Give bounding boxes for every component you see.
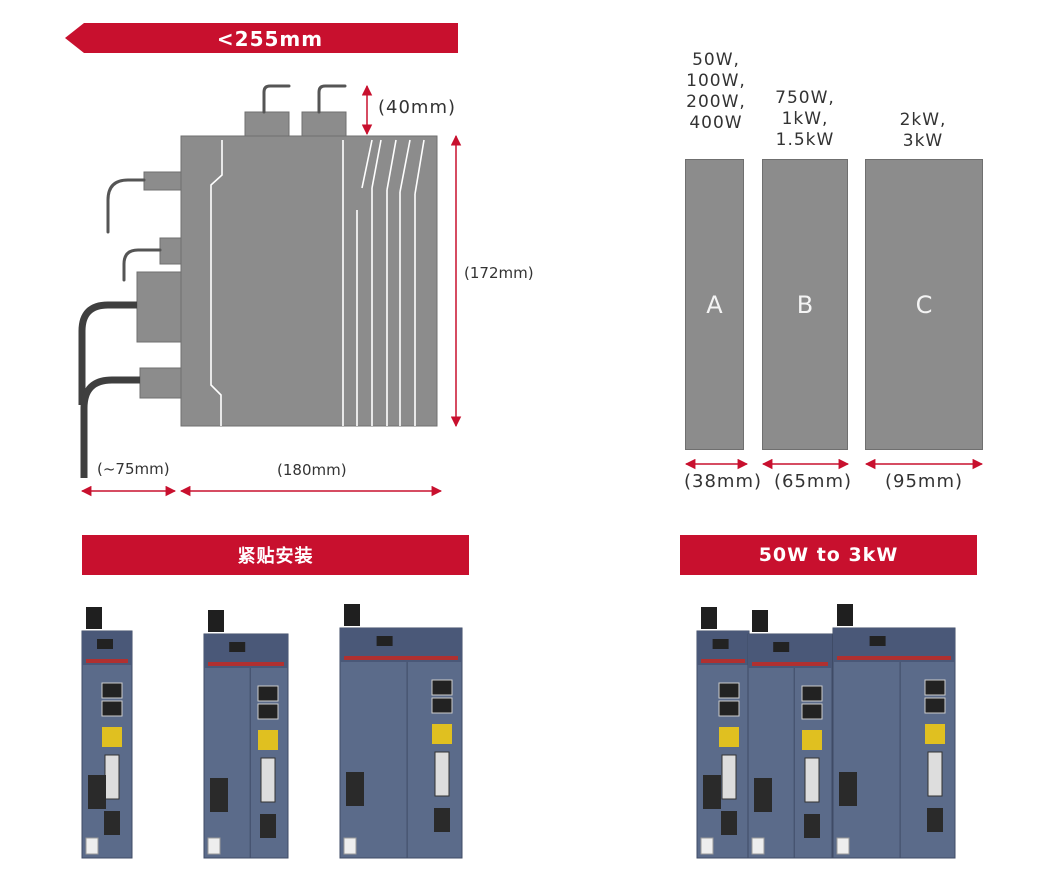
range-banner: 50W to 3kW — [680, 535, 977, 575]
drive-small-2 — [696, 607, 750, 859]
side-view-drive — [136, 111, 438, 427]
box-a-letter: A — [706, 290, 723, 319]
power-label-a: 50W, 100W, 200W, 400W — [686, 50, 746, 133]
range-banner-label: 50W to 3kW — [758, 544, 899, 566]
mounting-banner-label: 紧贴安装 — [237, 546, 314, 567]
body-depth-label: (180mm) — [277, 461, 347, 479]
drive-photos — [81, 604, 956, 859]
mounting-banner: 紧贴安装 — [82, 535, 469, 575]
drive-large-1 — [339, 604, 463, 859]
cable-depth-label: (~75mm) — [97, 460, 170, 478]
box-b: B — [762, 159, 848, 450]
box-a: A — [685, 159, 744, 450]
power-label-b: 750W, 1kW, 1.5kW — [775, 88, 835, 150]
drive-large-2 — [832, 604, 956, 859]
box-c: C — [865, 159, 983, 450]
width-label-b: (65mm) — [774, 471, 853, 492]
power-label-c: 2kW, 3kW — [899, 110, 947, 151]
width-label-a: (38mm) — [684, 471, 763, 492]
top-banner-label: <255mm — [216, 27, 324, 51]
height-main-label: (172mm) — [464, 264, 534, 282]
top-banner-shape — [65, 23, 458, 53]
height-top-label: (40mm) — [378, 97, 457, 118]
drive-small-1 — [81, 607, 133, 859]
box-b-letter: B — [796, 290, 814, 319]
width-label-c: (95mm) — [885, 471, 964, 492]
box-c-letter: C — [915, 290, 933, 319]
drive-medium-1 — [203, 610, 289, 859]
drive-medium-2 — [747, 610, 833, 859]
